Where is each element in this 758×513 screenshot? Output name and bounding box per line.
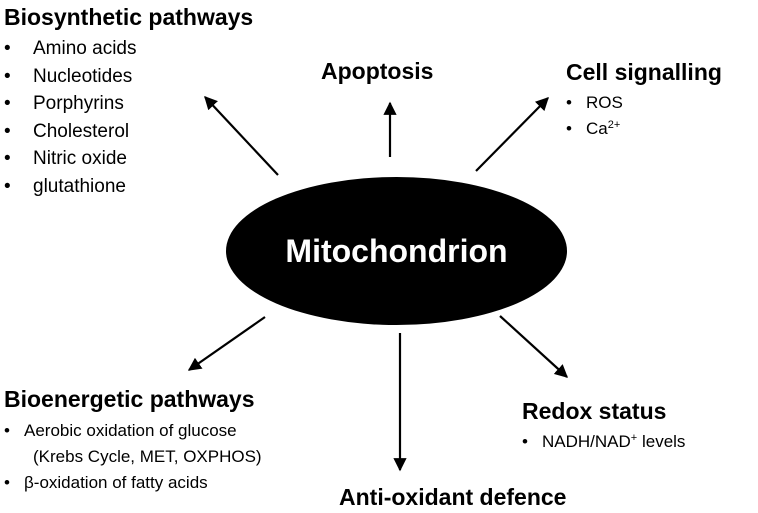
bullet-icon: • [4,148,11,169]
bullet-icon: • [522,432,528,451]
cell-signalling-title: Cell signalling [566,59,722,85]
superscript-charge: + [630,432,638,444]
bioenergetic-section: Bioenergetic pathways • Aerobic oxidation… [4,386,262,496]
list-item-label-suffix: levels [637,432,686,451]
redox-list: • NADH/NAD+ levels [522,429,685,455]
bullet-icon: • [4,38,11,59]
redox-title: Redox status [522,398,667,424]
list-item-label: Porphyrins [33,93,124,114]
list-item: • Ca2+ [566,116,722,142]
list-item-label: (Krebs Cycle, MET, OXPHOS) [33,447,262,466]
bullet-icon: • [4,93,11,114]
list-item: • β-oxidation of fatty acids [4,470,262,496]
bullet-icon: • [4,421,10,440]
mitochondrion-label: Mitochondrion [285,232,508,269]
list-item: • NADH/NAD+ levels [522,429,685,455]
list-item-label: NADH/NAD [542,432,631,451]
list-item: • Porphyrins [4,90,253,118]
superscript-charge: 2+ [607,119,621,131]
redox-section: Redox status • NADH/NAD+ levels [522,398,685,455]
list-item: • Nitric oxide [4,145,253,173]
list-item-label: Nucleotides [33,65,133,87]
mitochondrion-ellipse [226,177,567,325]
list-item: • glutathione [4,173,253,201]
cell-signalling-section: Cell signalling • ROS • Ca2+ [566,59,722,142]
bullet-icon: • [566,119,572,138]
cell-signalling-list: • ROS • Ca2+ [566,90,722,142]
antioxidant-title: Anti-oxidant defence [339,484,567,510]
list-item-label: glutathione [33,175,126,197]
list-item-label: Ca [586,119,608,138]
bioenergetic-list: • Aerobic oxidation of glucose (Krebs Cyc… [4,418,262,496]
list-item-continuation: (Krebs Cycle, MET, OXPHOS) [4,444,262,470]
bullet-icon: • [4,120,11,142]
list-item-label: Aerobic oxidation of glucose [24,421,237,440]
list-item-label: Nitric oxide [33,148,127,169]
arrow-to-biosynthetic [204,96,279,176]
list-item-label: Amino acids [33,38,137,59]
list-item: • Amino acids [4,35,253,63]
bullet-icon: • [4,175,11,197]
arrow-to-redox [499,315,568,378]
list-item: • Nucleotides [4,63,253,91]
list-item: • Aerobic oxidation of glucose [4,418,262,444]
list-item: • ROS [566,90,722,116]
list-item-label: Cholesterol [33,120,130,142]
arrow-to-bioenergetic [187,316,266,371]
list-item-label: ROS [586,93,623,112]
list-item: • Cholesterol [4,118,253,146]
bullet-icon: • [4,473,10,492]
biosynthetic-list: • Amino acids • Nucleotides • Porphyrins • C… [4,35,253,200]
biosynthetic-title: Biosynthetic pathways [4,4,254,30]
arrow-to-cell-signalling [475,97,549,172]
bioenergetic-title: Bioenergetic pathways [4,386,255,412]
bullet-icon: • [4,65,11,87]
list-item-label: β-oxidation of fatty acids [24,473,208,492]
biosynthetic-section: Biosynthetic pathways • Amino acids • Nucl… [4,4,253,200]
apoptosis-title: Apoptosis [321,58,434,84]
bullet-icon: • [566,93,572,112]
